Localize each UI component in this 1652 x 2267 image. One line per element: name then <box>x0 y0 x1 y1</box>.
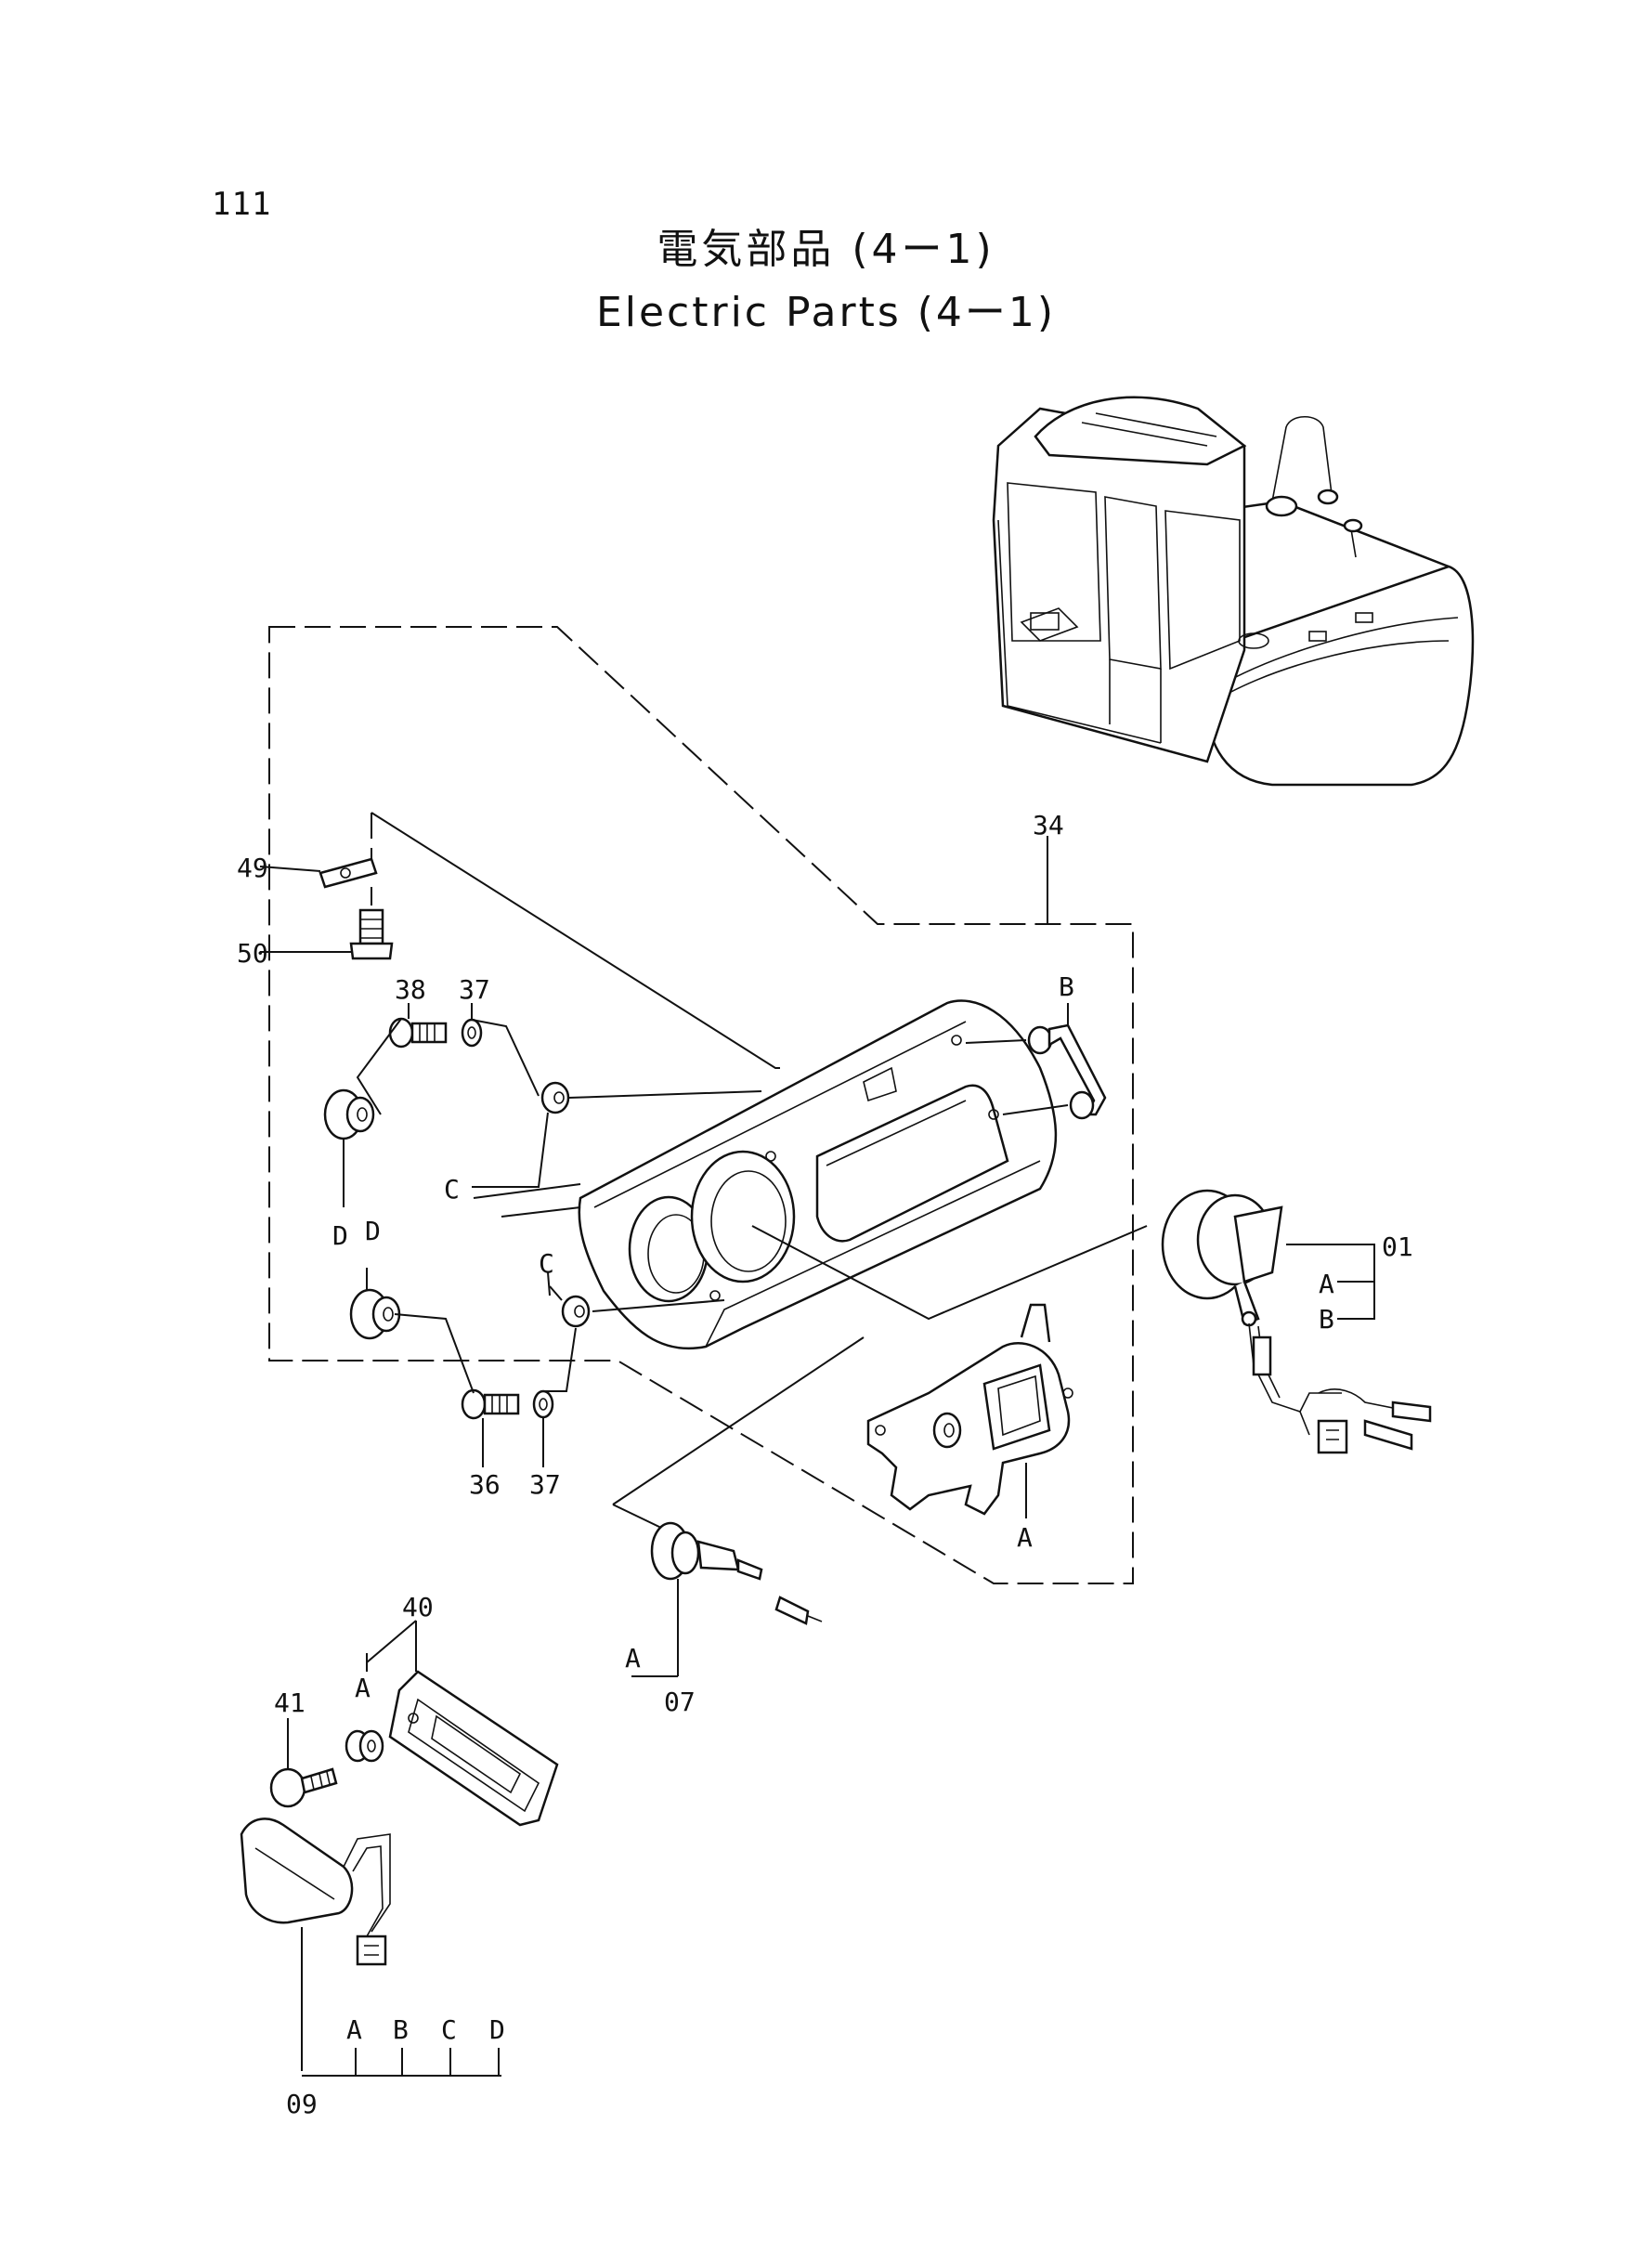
page-number: 111 <box>212 186 272 223</box>
title-japanese: 電気部品 (4ー1) <box>657 226 995 273</box>
part-49-plate <box>319 813 378 889</box>
machine-overview-illustration <box>992 396 1475 787</box>
part-37-washer-top <box>461 1018 483 1048</box>
ref-A-bracket: A <box>1017 1522 1033 1553</box>
part-36-bolt <box>461 1388 520 1420</box>
leader-01-to-housing <box>751 1225 1148 1321</box>
callout-36: 36 <box>469 1469 501 1500</box>
part-07-socket <box>612 1336 865 1677</box>
grommet-D-upper <box>323 1088 375 1140</box>
callout-40: 40 <box>402 1592 434 1622</box>
bracket-A <box>866 1303 1073 1518</box>
part-09-lamp <box>240 1818 391 2071</box>
assembly-34-boundary <box>268 626 1134 1584</box>
ref-C-09: C <box>441 2014 457 2045</box>
grommet-C-lower <box>561 1295 591 1328</box>
grommet-D-lower <box>349 1288 401 1340</box>
ref-B-01: B <box>1319 1304 1334 1335</box>
callout-38: 38 <box>395 974 426 1005</box>
part-01-lamp <box>1161 1189 1432 1454</box>
part-09-reference-bracket <box>302 2048 501 2077</box>
part-41-bolt <box>269 1718 338 1808</box>
callout-09: 09 <box>286 2089 318 2119</box>
grommet-C-upper <box>540 1081 570 1114</box>
callout-50: 50 <box>237 938 268 969</box>
ref-A-40: A <box>355 1673 371 1703</box>
bracket-B <box>965 1003 1107 1120</box>
ref-D-upper: D <box>332 1220 348 1251</box>
ref-C-upper: C <box>444 1174 460 1205</box>
part-50-bolt <box>349 887 394 960</box>
callout-37-bottom: 37 <box>529 1469 561 1500</box>
ref-B-top: B <box>1059 971 1074 1002</box>
leader-C-lower <box>549 1285 563 1301</box>
instrument-cluster-housing <box>578 999 1058 1350</box>
ref-A-01: A <box>1319 1269 1334 1299</box>
part-37-washer-bottom <box>532 1389 554 1419</box>
ref-D-lower: D <box>365 1216 381 1246</box>
callout-01: 01 <box>1382 1231 1413 1262</box>
grommet-A-bottom <box>345 1729 384 1763</box>
left-side-leaders <box>343 1018 762 1394</box>
leader-49-to-housing <box>371 812 780 1069</box>
callout-34: 34 <box>1033 810 1064 840</box>
callout-07: 07 <box>664 1687 696 1717</box>
part-40-reference-bracket <box>366 1621 417 1672</box>
title-english: Electric Parts (4ー1) <box>595 289 1057 336</box>
callout-37-top: 37 <box>459 974 490 1005</box>
ref-B-09: B <box>393 2014 409 2045</box>
part-40-bezel <box>366 1620 559 1827</box>
leader-C-upper <box>472 1112 549 1188</box>
callout-labels: 49 50 38 37 34 B C D D C 36 37 01 A B A … <box>237 810 1413 2119</box>
ref-A-07: A <box>625 1643 641 1674</box>
ref-D-09: D <box>489 2014 505 2045</box>
ref-C-lower: C <box>539 1248 554 1279</box>
callout-41: 41 <box>274 1687 306 1718</box>
ref-A-09: A <box>346 2014 362 2045</box>
leader-49 <box>259 866 321 872</box>
part-01-reference-bracket <box>1337 1244 1375 1320</box>
callout-49: 49 <box>237 853 268 883</box>
